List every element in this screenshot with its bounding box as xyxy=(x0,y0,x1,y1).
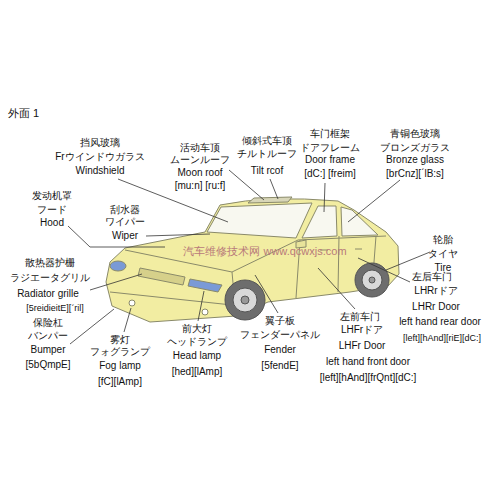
tire xyxy=(225,280,265,320)
part-label: left hand front door xyxy=(326,356,410,368)
part-label: Frウインドウガラス xyxy=(55,151,144,163)
part-label: 翼子板 xyxy=(265,315,295,327)
leader-line xyxy=(386,252,430,270)
bumper-line xyxy=(110,292,232,305)
part-label: [5bQmpE] xyxy=(25,359,70,371)
part-label: 散热器护栅 xyxy=(25,257,75,269)
part-label: Head lamp xyxy=(173,350,221,362)
part-label: チルトルーフ xyxy=(237,148,297,160)
car-body xyxy=(106,199,399,322)
leader-line xyxy=(70,309,114,344)
headlamp xyxy=(110,261,126,271)
leader-line xyxy=(318,268,355,309)
part-label: バンパー xyxy=(28,330,68,342)
part-label: Fog lamp xyxy=(99,360,141,372)
part-label: [fC][lAmp] xyxy=(98,376,142,388)
part-label: フェンダーパネル xyxy=(240,329,320,341)
part-label: 活动车顶 xyxy=(180,142,220,154)
part-label: Radiator grille xyxy=(17,288,79,300)
part-label: ドアフレーム xyxy=(300,142,360,154)
door-handle xyxy=(355,249,362,250)
part-label: LHRr Door xyxy=(412,301,460,313)
sunroof xyxy=(248,197,292,203)
part-label: フォグランプ xyxy=(90,346,150,358)
fog-lamp xyxy=(129,300,135,306)
leader-lines xyxy=(68,170,430,344)
rear-side-window xyxy=(341,207,378,236)
part-label: Fender xyxy=(264,344,296,356)
part-label: 左前车门 xyxy=(340,311,380,323)
part-label: 车门框架 xyxy=(310,128,350,140)
leader-line xyxy=(324,183,325,212)
door-split xyxy=(338,236,339,292)
part-label: ラジエータグリル xyxy=(10,272,90,284)
part-label: 发动机罩 xyxy=(32,190,72,202)
tire xyxy=(355,263,389,297)
part-label: Wiper xyxy=(112,230,138,242)
watermark: 汽车维修技术网 www.qcwxjs.com xyxy=(183,245,346,258)
headlamp xyxy=(188,279,222,292)
part-label: [left][hAnd][frQnt][dC:] xyxy=(320,372,417,384)
leader-line xyxy=(90,274,142,290)
part-label: フード xyxy=(37,204,67,216)
part-label: ムーンルーフ xyxy=(170,154,230,166)
part-label: 轮胎 xyxy=(433,234,453,246)
part-label: [left][hAnd][riE][dC:] xyxy=(403,333,481,344)
part-label: LHFr Door xyxy=(339,340,386,352)
fog-lamp xyxy=(202,309,208,315)
part-label: Tilt rcof xyxy=(251,165,283,177)
part-label: [mu:n] [ru:f] xyxy=(175,180,226,192)
part-label: 青铜色玻璃 xyxy=(390,128,440,140)
part-label: 保险杠 xyxy=(33,317,63,329)
part-label: 刮水器 xyxy=(110,204,140,216)
part-label: LHFrドア xyxy=(341,324,383,336)
part-label: Moon roof xyxy=(177,167,222,179)
part-label: LHRrドア xyxy=(414,285,457,297)
leader-line xyxy=(255,275,278,313)
rim xyxy=(362,270,382,290)
part-label: Hood xyxy=(40,217,64,229)
part-label: left hand rear door xyxy=(399,316,481,328)
belt-line xyxy=(298,236,386,240)
part-label: Bumper xyxy=(30,344,65,356)
part-label: 挡风玻璃 xyxy=(80,137,120,149)
part-label: Door frame xyxy=(305,154,355,166)
part-label: [brCnz][ˊlB:s] xyxy=(386,168,444,180)
page-heading: 外面 1 xyxy=(8,106,39,121)
front-side-window xyxy=(302,206,337,238)
rim xyxy=(233,288,257,312)
leader-line xyxy=(118,179,228,222)
leader-line xyxy=(270,179,278,199)
part-label: ブロンズガラス xyxy=(380,142,450,154)
part-label: [5reidieitE][ˊril] xyxy=(26,303,84,314)
part-label: Bronze glass xyxy=(386,154,444,166)
leader-line xyxy=(358,258,410,282)
leader-line xyxy=(146,234,210,236)
part-label: 倾斜式车顶 xyxy=(242,135,292,147)
part-label: [dC:] [freim] xyxy=(304,168,356,180)
part-label: 雾灯 xyxy=(110,334,130,346)
windshield-glass xyxy=(207,203,312,238)
part-label: 左后车门 xyxy=(412,271,452,283)
part-label: Windshield xyxy=(76,165,125,177)
leader-line xyxy=(124,308,131,332)
leader-line xyxy=(198,291,204,321)
leader-line xyxy=(68,226,165,247)
radiator-grille xyxy=(138,268,185,285)
part-label: 前大灯 xyxy=(182,323,212,335)
car-body-group xyxy=(106,197,399,322)
hub xyxy=(241,296,249,304)
part-label: [hed][lAmp] xyxy=(172,366,223,378)
part-label: ヘッドランプ xyxy=(167,336,227,348)
part-label: タイヤ xyxy=(428,248,458,260)
leader-line xyxy=(348,180,400,222)
part-label: ワイパー xyxy=(105,216,145,228)
part-label: [5fendE] xyxy=(261,360,298,372)
hub xyxy=(369,277,375,283)
